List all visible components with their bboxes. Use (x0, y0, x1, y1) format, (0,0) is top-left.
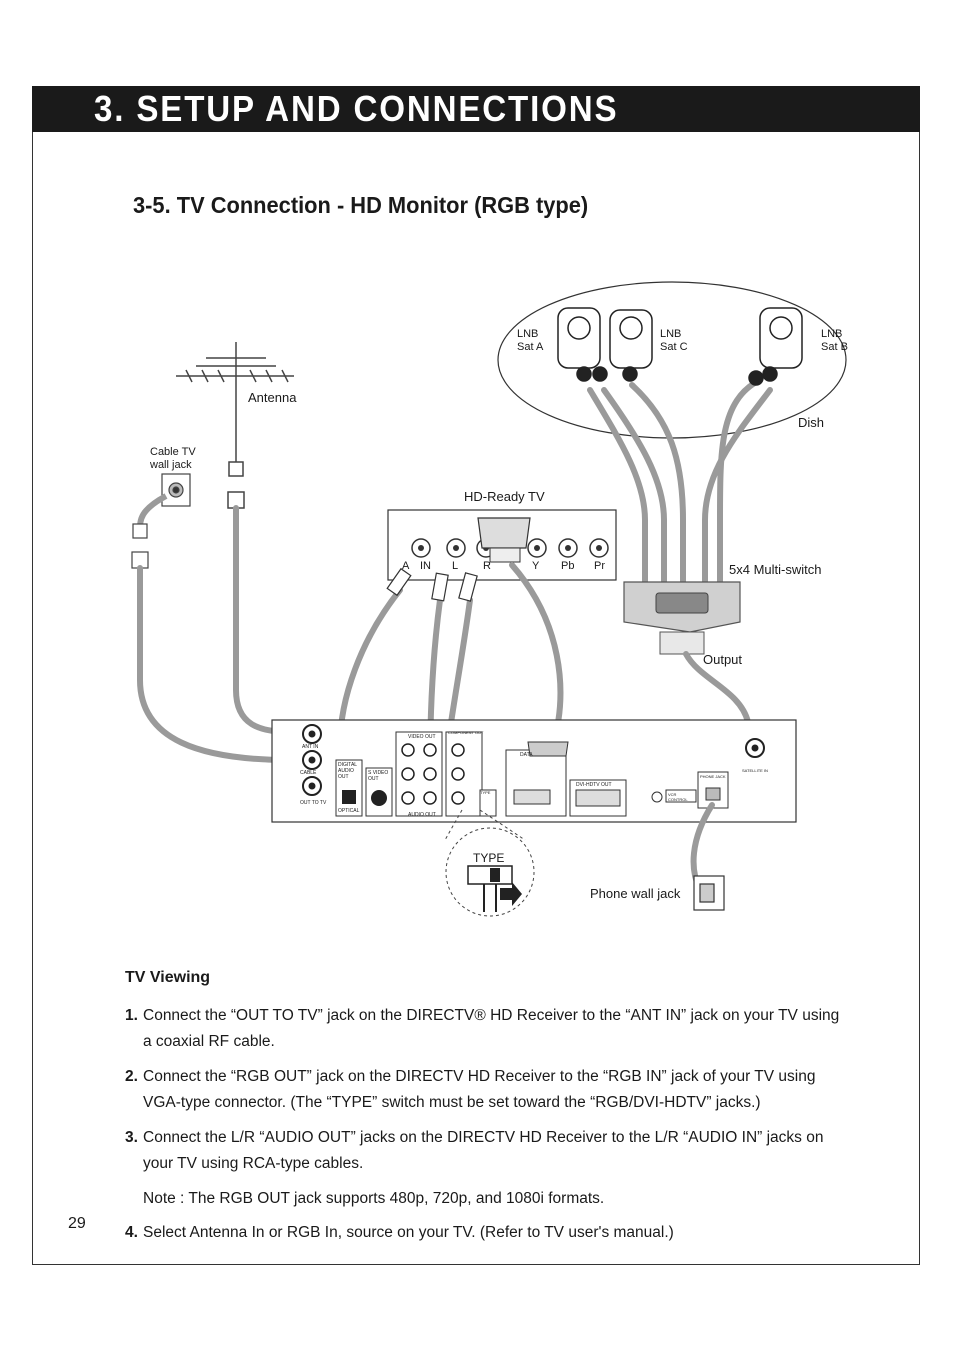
rx-cable: CABLE (300, 770, 317, 776)
hd-ready-tv-label: HD-Ready TV (464, 489, 545, 504)
dish-cables (587, 377, 773, 588)
hd-ready-tv-panel (387, 509, 617, 581)
rx-phone-jack: PHONE JACK (700, 774, 726, 779)
step-3: 3. Connect the L/R “AUDIO OUT” jacks on … (125, 1129, 824, 1172)
tv-jack-l: L (452, 560, 459, 572)
antenna-icon (176, 342, 294, 509)
lnb-sat-a-icon (557, 307, 608, 382)
tv-jack-pb: Pb (561, 560, 575, 572)
rca-plugs (386, 567, 478, 602)
phone-wall-jack-label: Phone wall jack (590, 886, 681, 901)
tv-jack-y: Y (532, 560, 540, 572)
rx-ant-in: ANT IN (302, 744, 319, 750)
rx-s-video-out: S VIDEO OUT (368, 770, 389, 782)
lnb-sat-b-icon (748, 307, 803, 386)
tv-viewing-heading: TV Viewing (125, 969, 211, 986)
instructions: TV Viewing 1. Connect the “OUT TO TV” ja… (125, 965, 845, 1255)
rgb-note: Note : The RGB OUT jack supports 480p, 7… (143, 1190, 605, 1207)
rx-digital-audio-out: DIGITAL AUDIO OUT (338, 762, 357, 780)
rx-audio-out: AUDIO OUT (408, 812, 436, 818)
cable-wall-jack-label: Cable TV wall jack (150, 446, 196, 471)
rx-out-to-tv: OUT TO TV (300, 800, 327, 806)
output-label: Output (703, 652, 743, 667)
header-bar: 3. SETUP AND CONNECTIONS (32, 86, 920, 132)
phone-wall-jack-icon (693, 875, 725, 911)
step-1: 1. Connect the “OUT TO TV” jack on the D… (125, 1007, 840, 1050)
rx-type: TYPE (480, 790, 491, 795)
step-2: 2. Connect the “RGB OUT” jack on the DIR… (125, 1068, 816, 1111)
rx-satellite-in: SATELLITE IN (742, 768, 768, 773)
rx-dvi-hdtv-out: DVI-HDTV OUT (576, 782, 612, 788)
dish-label: Dish (798, 415, 825, 430)
tv-jack-r: R (483, 560, 491, 572)
rx-vcr-control: VCR CONTROL (668, 792, 688, 802)
section-title: 3-5. TV Connection - HD Monitor (RGB typ… (133, 192, 589, 218)
page-title: 3. SETUP AND CONNECTIONS (94, 88, 619, 129)
page-number: 29 (68, 1215, 86, 1232)
multiswitch-label: 5x4 Multi-switch (729, 562, 822, 577)
multiswitch-icon (623, 581, 741, 655)
tv-jack-a: A (402, 560, 410, 572)
step-4: 4. Select Antenna In or RGB In, source o… (125, 1224, 674, 1241)
tv-jack-pr: Pr (594, 560, 605, 572)
antenna-label: Antenna (248, 390, 297, 405)
rx-data: DATA (520, 752, 533, 758)
type-switch-label: TYPE (473, 851, 505, 865)
cable-wall-jack-icon (161, 473, 191, 507)
rx-video-out: VIDEO OUT (408, 734, 436, 740)
type-switch-magnifier (444, 809, 535, 917)
rx-optical: OPTICAL (338, 808, 360, 814)
rx-component-out: COMPONENT OUT (448, 730, 484, 735)
lnb-sat-c-icon (609, 309, 653, 382)
tv-jack-in: IN (420, 560, 431, 572)
